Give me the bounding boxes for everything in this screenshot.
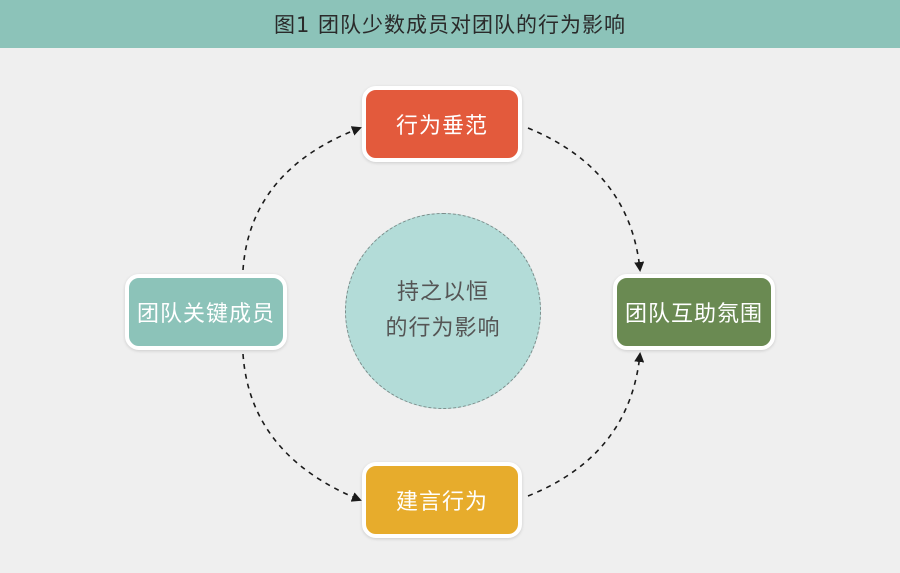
center-text-line2: 的行为影响	[385, 316, 501, 341]
center-circle: 持之以恒 的行为影响	[345, 213, 541, 409]
node-key-team-members: 团队关键成员	[125, 274, 287, 350]
center-text-line1: 持之以恒	[396, 280, 489, 305]
node-voice-behavior: 建言行为	[362, 462, 522, 538]
node-team-mutual-help: 团队互助氛围	[613, 274, 775, 350]
node-behavior-modeling-label: 行为垂范	[395, 114, 488, 139]
header-bar: 图1 团队少数成员对团队的行为影响	[0, 0, 900, 48]
node-behavior-modeling: 行为垂范	[362, 86, 522, 162]
arrow-bottom-to-right	[527, 352, 645, 497]
arrow-left-to-bottom	[242, 353, 362, 502]
node-key-team-members-label: 团队关键成员	[136, 302, 275, 327]
figure-title: 图1 团队少数成员对团队的行为影响	[273, 13, 627, 37]
arrow-left-to-top	[242, 126, 362, 271]
node-team-mutual-help-label: 团队互助氛围	[624, 302, 763, 327]
node-voice-behavior-label: 建言行为	[395, 490, 488, 515]
arrow-top-to-right	[527, 127, 645, 272]
